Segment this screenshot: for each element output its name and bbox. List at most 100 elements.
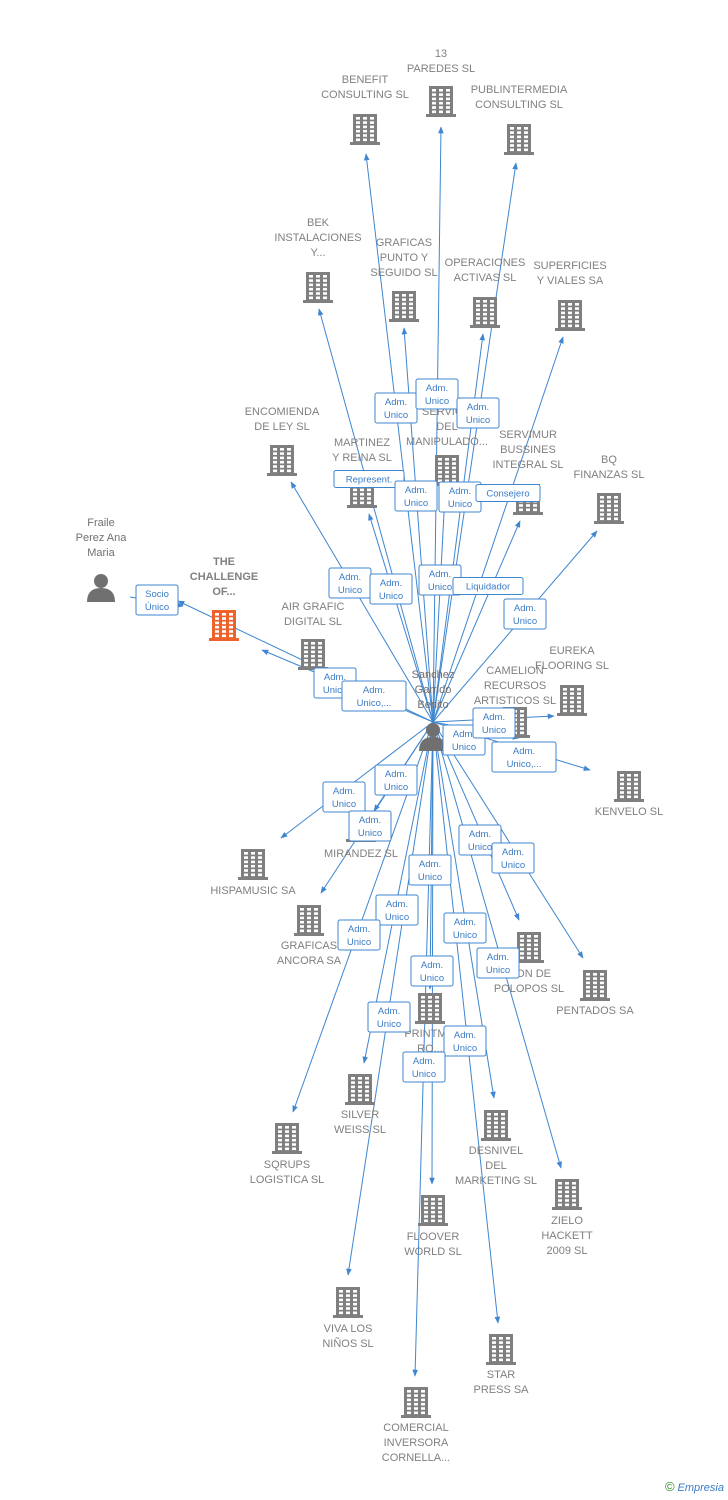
node-bek[interactable]: BEKINSTALACIONESY... — [274, 217, 362, 303]
relation-label-r30[interactable]: Adm.Unico — [443, 1025, 487, 1057]
building-icon[interactable] — [418, 1195, 448, 1226]
building-icon[interactable] — [426, 86, 456, 117]
building-icon[interactable] — [401, 1387, 431, 1418]
building-window — [280, 465, 284, 468]
building-icon[interactable] — [594, 493, 624, 524]
relation-label-r19[interactable]: Adm.Unico — [374, 764, 418, 796]
node-label: MIRANDEZ SL — [324, 848, 398, 860]
building-icon[interactable] — [303, 272, 333, 303]
building-icon[interactable] — [557, 685, 587, 716]
building-window — [351, 1085, 355, 1089]
building-icon[interactable] — [209, 610, 239, 641]
building-icon[interactable] — [552, 1179, 582, 1210]
building-icon[interactable] — [345, 1074, 375, 1105]
relation-label-r2[interactable]: Adm.Unico — [415, 378, 459, 410]
relation-label-r3[interactable]: Adm.Unico — [456, 397, 500, 429]
relation-label-r16[interactable]: Adm.Unico — [472, 707, 516, 739]
building-icon[interactable] — [514, 932, 544, 963]
relation-label-r18[interactable]: Adm.Unico — [322, 781, 366, 813]
relation-label-r14[interactable]: Adm.Unico,... — [341, 680, 407, 712]
person-icon[interactable] — [419, 723, 447, 751]
building-window — [300, 912, 304, 915]
person-icon[interactable] — [87, 574, 115, 602]
relation-label-r5[interactable]: Adm.Unico — [394, 480, 438, 512]
relation-label-r28[interactable]: Adm.Unico — [410, 955, 454, 987]
relation-label-r24[interactable]: Adm.Unico — [375, 894, 419, 926]
building-icon[interactable] — [481, 1110, 511, 1141]
building-window — [520, 956, 524, 960]
building-icon[interactable] — [486, 1334, 516, 1365]
relation-label-r22[interactable]: Adm.Unico — [491, 842, 535, 874]
relation-label-r6[interactable]: Adm.Unico — [438, 481, 482, 513]
node-label: PUBLINTERMEDIA — [471, 84, 568, 96]
building-icon[interactable] — [389, 291, 419, 322]
node-comercial[interactable]: COMERCIALINVERSORACORNELLA... — [382, 1387, 450, 1464]
relation-label-r10[interactable]: Adm.Unico — [418, 564, 462, 596]
node-hispamusic[interactable]: HISPAMUSIC SA — [210, 849, 296, 897]
building-icon[interactable] — [504, 124, 534, 155]
building-icon[interactable] — [614, 771, 644, 802]
relation-label-r29[interactable]: Adm.Unico — [367, 1001, 411, 1033]
relation-label-r20[interactable]: Adm.Unico — [348, 810, 392, 842]
node-kenvelo[interactable]: KENVELO SL — [595, 771, 663, 818]
node-label: MARKETING SL — [455, 1175, 537, 1187]
relation-label-r8[interactable]: Adm.Unico — [328, 567, 372, 599]
node-challenge[interactable]: THECHALLENGEOF... — [190, 556, 258, 641]
building-icon[interactable] — [580, 970, 610, 1001]
building-icon[interactable] — [350, 114, 380, 145]
relation-text: Unico — [332, 799, 356, 810]
building-window — [304, 646, 308, 649]
building-icon[interactable] — [272, 1123, 302, 1154]
relation-label-r9[interactable]: Adm.Unico — [369, 573, 413, 605]
relation-label-r27[interactable]: Adm.Unico — [476, 947, 520, 979]
building-window — [432, 97, 436, 101]
building-icon[interactable] — [555, 300, 585, 331]
building-icon[interactable] — [333, 1287, 363, 1318]
building-window — [316, 296, 320, 300]
relation-label-r17[interactable]: Adm.Unico,... — [491, 741, 557, 773]
relation-label-r1[interactable]: Adm.Unico — [374, 392, 418, 424]
building-icon-base — [298, 667, 328, 670]
building-icon[interactable] — [298, 639, 328, 670]
relation-label-r21[interactable]: Adm.Unico — [458, 824, 502, 856]
relation-label-r23[interactable]: Adm.Unico — [408, 854, 452, 886]
building-icon[interactable] — [238, 849, 268, 880]
relation-label-r4[interactable]: Represent. — [333, 470, 405, 488]
node-pentados[interactable]: PENTADOS SA — [556, 970, 634, 1017]
building-icon[interactable] — [267, 445, 297, 476]
building-window — [280, 469, 284, 473]
relation-label-r26[interactable]: Adm.Unico — [443, 912, 487, 944]
building-icon[interactable] — [294, 905, 324, 936]
relation-label-r31[interactable]: Adm.Unico — [402, 1051, 446, 1083]
building-icon[interactable] — [470, 297, 500, 328]
building-window — [634, 786, 638, 790]
building-icon[interactable] — [415, 993, 445, 1024]
relation-label-r7[interactable]: Consejero — [475, 484, 541, 502]
relation-label-r12[interactable]: Adm.Unico — [503, 598, 547, 630]
relation-label-r25[interactable]: Adm.Unico — [337, 919, 381, 951]
relation-label-r11[interactable]: Liquidador — [452, 577, 524, 595]
brand-name[interactable]: Empresia — [677, 1482, 724, 1494]
